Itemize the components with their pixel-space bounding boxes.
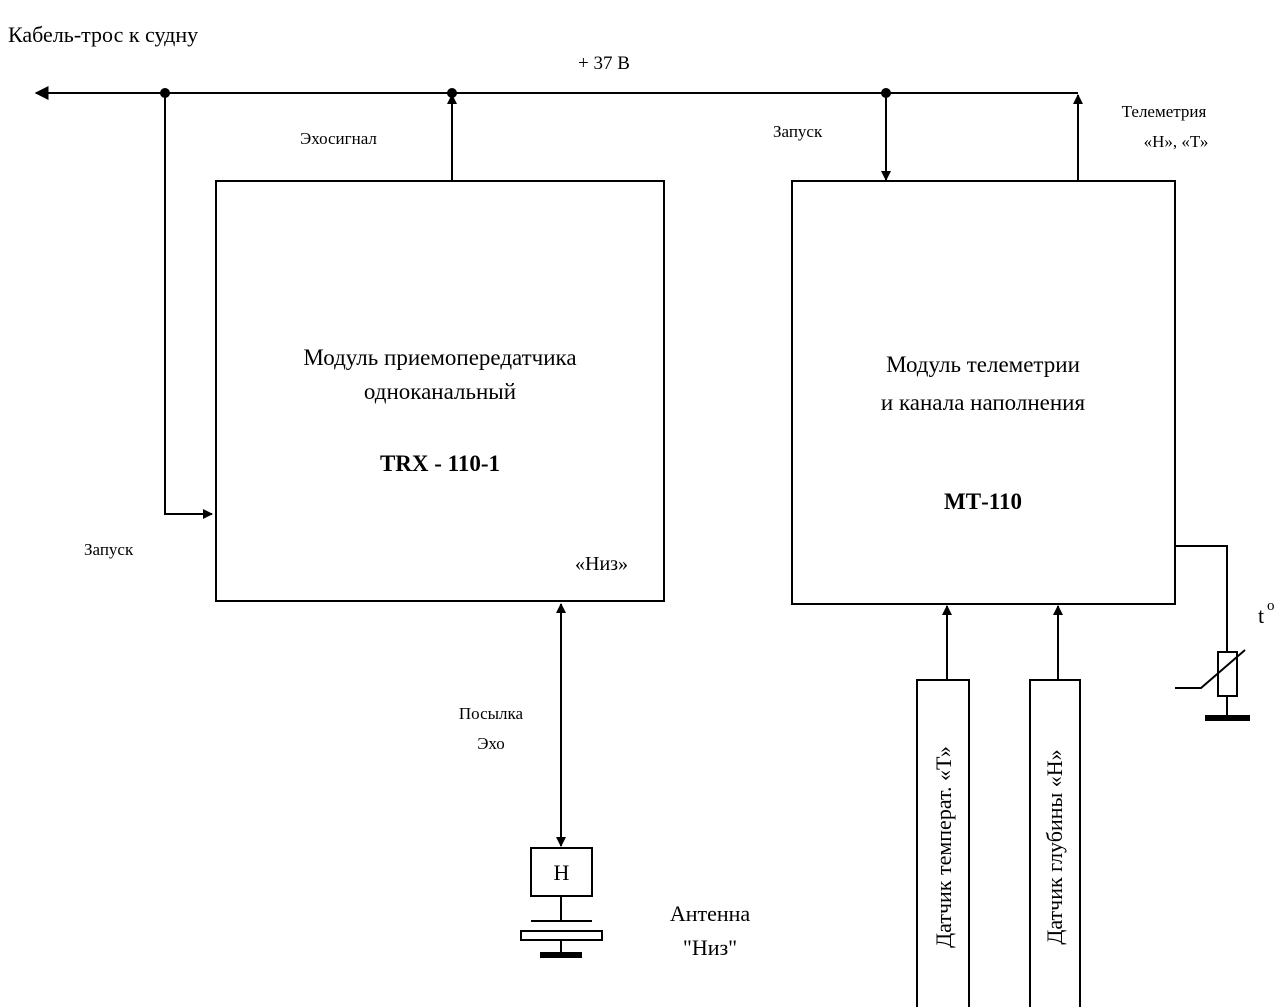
trx-module-title-line2: одноканальный: [364, 379, 516, 404]
antenna-label-line1: Антенна: [670, 901, 751, 926]
t-sign: t: [1258, 603, 1264, 628]
temperature-sensor-box: [916, 679, 970, 1007]
telemetry-label-line2: «Н», «Т»: [1144, 132, 1209, 151]
t-degree: o: [1267, 598, 1275, 614]
voltage-label: + 37 В: [578, 53, 630, 74]
echo-label: Эхо: [477, 734, 505, 753]
echo-signal-label: Эхосигнал: [300, 129, 377, 148]
send-label: Посылка: [459, 704, 524, 723]
telemetry-label-line1: Телеметрия: [1122, 102, 1207, 121]
depth-sensor-box: [1029, 679, 1081, 1007]
antenna-plate-middle: [520, 930, 603, 941]
depth-sensor-label: Датчик глубины «Н»: [1042, 749, 1067, 944]
bottom-port-label: «Низ»: [575, 553, 628, 575]
mt-module-title-line2: и канала наполнения: [881, 390, 1086, 415]
trx-module-model: TRX - 110-1: [380, 451, 500, 476]
cable-label: Кабель-трос к судну: [8, 22, 198, 47]
mt-module-model: МТ-110: [944, 489, 1022, 514]
antenna-box-label: Н: [554, 860, 570, 885]
trx-module-title-line1: Модуль приемопередатчика: [303, 345, 576, 370]
thermistor-icon: [1175, 649, 1246, 689]
antenna-label-line2: "Низ": [683, 935, 737, 960]
mt-module-box: [791, 180, 1176, 605]
start-label-right: Запуск: [773, 122, 823, 141]
mt-module-title-line1: Модуль телеметрии: [886, 352, 1080, 377]
temperature-sensor-label: Датчик температ. «Т»: [931, 746, 956, 948]
start-line-trx: [164, 93, 213, 519]
start-label-left: Запуск: [84, 540, 134, 559]
trx-module-box: [215, 180, 665, 602]
thermistor-lead: [1175, 545, 1228, 652]
